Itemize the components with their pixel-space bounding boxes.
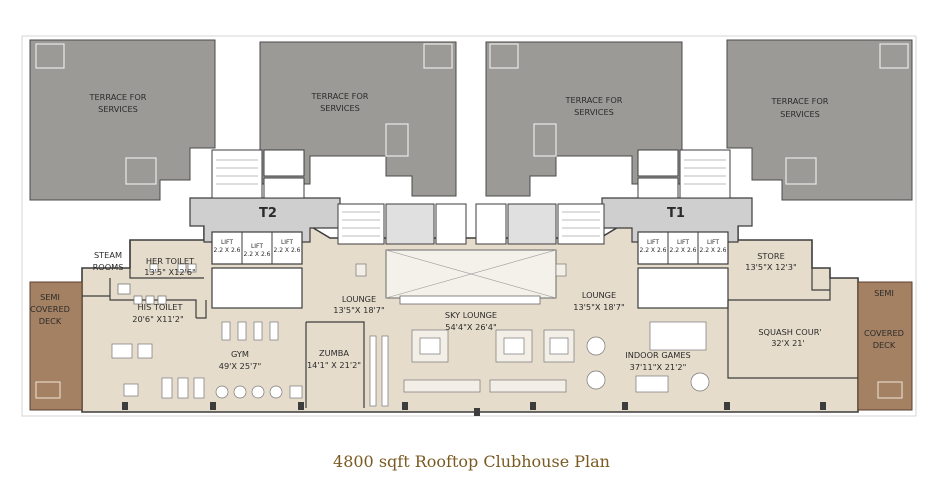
- stair-treads: [216, 159, 726, 237]
- sky-lounge-furniture: [355, 263, 575, 393]
- zumba-bars: [369, 335, 389, 407]
- lift-size: 2.2 X 2.6: [273, 247, 300, 254]
- tower-t2-label: T2: [259, 206, 277, 221]
- terrace-4: TERRACE FOR SERVICES: [726, 39, 913, 201]
- plan-caption: 4800 sqft Rooftop Clubhouse Plan: [333, 452, 610, 471]
- lounge-right-name: LOUNGE: [582, 290, 616, 300]
- her-toilet-name: HER TOILET: [146, 256, 195, 266]
- squash-court-name: SQUASH COUR': [758, 327, 821, 337]
- terrace-3-line2: SERVICES: [574, 107, 614, 117]
- interior-walls: [82, 240, 858, 408]
- squash-court-dim: 32'X 21': [771, 338, 805, 348]
- lounge-right-dim: 13'5"X 18'7": [573, 302, 625, 312]
- terrace-1: TERRACE FOR SERVICES: [29, 39, 216, 201]
- lift-label: LIFT: [647, 239, 659, 246]
- zumba-name: ZUMBA: [319, 348, 349, 358]
- indoor-games-furniture: [586, 321, 710, 393]
- gym-dim: 49'X 25'7": [219, 361, 262, 371]
- lift-size: 2.2 X 2.6: [699, 247, 726, 254]
- lounge-left-dim: 13'5"X 18'7": [333, 305, 385, 315]
- lift-label: LIFT: [281, 239, 293, 246]
- lounge-left-name: LOUNGE: [342, 294, 376, 304]
- lift-label: LIFT: [221, 239, 233, 246]
- lift-label: LIFT: [251, 243, 263, 250]
- lift-label: LIFT: [707, 239, 719, 246]
- his-toilet-fixtures: [117, 283, 167, 305]
- indoor-games-dim: 37'11"X 21'2": [630, 362, 687, 372]
- terrace-2-line1: TERRACE FOR: [310, 91, 368, 101]
- terrace-3: TERRACE FOR SERVICES: [485, 41, 683, 197]
- core-t1: [601, 197, 753, 243]
- deck-left-line1: SEMI: [40, 292, 60, 302]
- steam-rooms-line2: ROOMS: [93, 262, 124, 272]
- terrace-1-line1: TERRACE FOR: [88, 92, 146, 102]
- stair-core-left: [211, 149, 467, 245]
- her-toilet-dim: 13'5" X12'6": [144, 267, 196, 277]
- terrace-1-line2: SERVICES: [98, 104, 138, 114]
- store-dim: 13'5"X 12'3": [745, 262, 797, 272]
- terrace-2-line2: SERVICES: [320, 103, 360, 113]
- skylight-void: [385, 249, 557, 305]
- deck-right-line1: SEMI: [874, 288, 894, 298]
- lift-size: 2.2 X 2.6: [243, 251, 270, 258]
- lift-size: 2.2 X 2.6: [669, 247, 696, 254]
- terrace-4-line1: TERRACE FOR: [770, 96, 828, 106]
- deck-left-line3: DECK: [39, 316, 62, 326]
- deck-left: SEMI COVERED DECK: [29, 281, 83, 411]
- columns: [122, 402, 826, 416]
- his-toilet-dim: 20'6" X11'2": [132, 314, 184, 324]
- sky-lounge-name: SKY LOUNGE: [445, 310, 497, 320]
- terrace-3-line1: TERRACE FOR: [564, 95, 622, 105]
- stair-core-right: [475, 149, 731, 245]
- deck-right-line3: DECK: [873, 340, 896, 350]
- lift-size: 2.2 X 2.6: [213, 247, 240, 254]
- lift-bank-right: LIFT 2.2 X 2.6 LIFT 2.2 X 2.6 LIFT 2.2 X…: [637, 231, 729, 309]
- gym-equipment: [111, 321, 303, 399]
- deck-right-line2: COVERED: [864, 328, 904, 338]
- sky-lounge-dim: 54'4"X 26'4": [445, 322, 497, 332]
- lift-size: 2.2 X 2.6: [639, 247, 666, 254]
- deck-right: SEMI COVERED DECK: [857, 281, 913, 411]
- indoor-games-name: INDOOR GAMES: [625, 350, 690, 360]
- lift-bank-left: LIFT 2.2 X 2.6 LIFT 2.2 X 2.6 LIFT 2.2 X…: [211, 231, 303, 309]
- store-name: STORE: [757, 251, 785, 261]
- gym-name: GYM: [231, 349, 249, 359]
- terrace-4-line2: SERVICES: [780, 109, 820, 119]
- tower-t1-label: T1: [667, 206, 685, 221]
- lift-label: LIFT: [677, 239, 689, 246]
- plan-outline: [21, 35, 917, 417]
- his-toilet-name: HIS TOILET: [138, 302, 184, 312]
- her-toilet-fixtures: [149, 263, 197, 273]
- deck-left-line2: COVERED: [30, 304, 70, 314]
- zumba-dim: 14'1" X 21'2": [307, 360, 361, 370]
- steam-rooms-line1: STEAM: [94, 250, 122, 260]
